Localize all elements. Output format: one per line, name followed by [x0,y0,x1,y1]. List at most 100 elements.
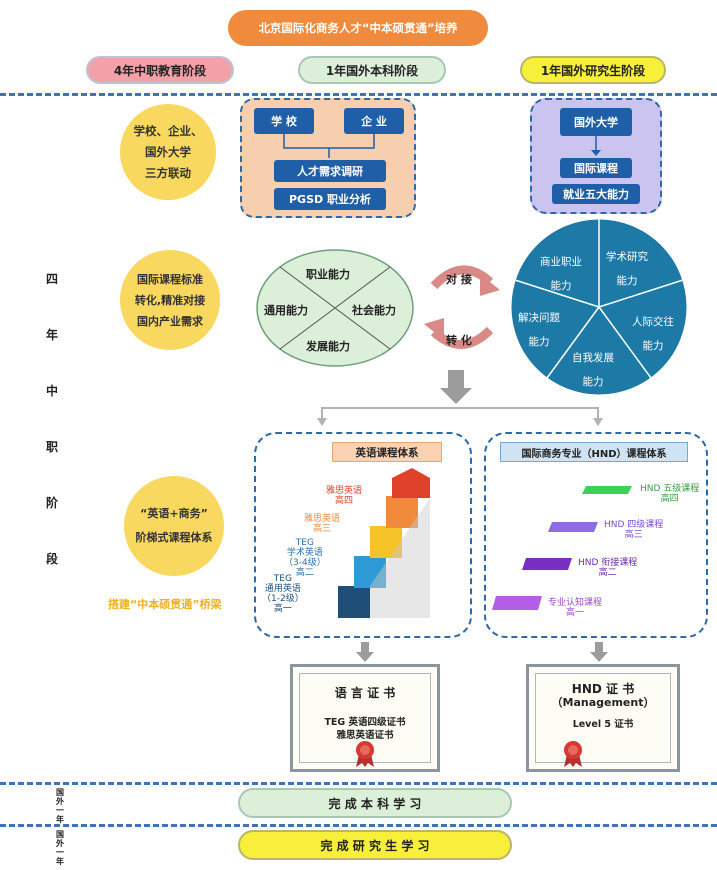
pie-line: 能力 [582,376,604,388]
pie4-right: 社会能力 [352,304,396,317]
step-line: 高三 [624,530,643,540]
step-line: 学术英语 [286,548,323,558]
step-line: HND 五级课程 [640,484,700,494]
lang-cert-line2: 雅思英语证书 [336,730,394,741]
circle-line: 国际课程标准 [137,272,203,286]
hnd-cert-sub: （Management） [551,696,655,709]
pie4-top: 职业能力 [306,268,350,281]
step-line: 高二 [598,568,617,578]
step-line: （1-2级） [262,594,304,604]
eng-step-3: 雅思英语 高三 [304,514,340,534]
hnd-step-3: HND 四级课程 高三 [604,520,663,540]
branch-arrows-icon [317,370,603,426]
year2-label: 国 外 一 年 [56,830,68,866]
side-char: 职 [46,440,59,454]
page-title: 北京国际化商务人才“中本硕贯通”培养 [228,10,488,46]
cycle-arrows-icon [424,265,500,349]
stage-bachelor: 1年国外本科阶段 [298,56,446,84]
hnd-step-1: 专业认知课程 高一 [548,598,602,618]
pie5-interpersonal: 人际交往 能力 [632,310,674,358]
eng-step-1: TEG 通用英语 （1-2级） 高一 [262,574,304,614]
circle-line: 三方联动 [145,165,191,180]
step-line: 雅思英语 [326,486,363,496]
connector-merge [283,134,375,158]
step-line: 高三 [313,524,332,534]
hnd-course-title: 国际商务专业（HND）课程体系 [500,442,688,462]
pie5-selfdev: 自我发展 能力 [572,346,614,394]
panel-hnd-courses [484,432,708,638]
pie-line: 商业职业 [540,256,582,268]
pie-line: 解决问题 [518,312,560,324]
pie5-business: 商业职业 能力 [540,250,582,298]
hnd-cert-line1: Level 5 证书 [572,719,634,730]
year-char: 外 [56,797,64,806]
year-char: 外 [56,839,64,848]
step-line: 雅思英语 [304,514,341,524]
dock-label: 对 接 [446,273,472,286]
pie5-academic: 学术研究 能力 [606,245,648,293]
pie-line: 自我发展 [572,352,614,364]
circle-english-business: “英语+商务” 阶梯式课程体系 [124,476,224,576]
hnd-step-4: HND 五级课程 高四 [640,484,699,504]
stairs-graphic [338,468,430,618]
stage-vocational: 4年中职教育阶段 [86,56,234,84]
side-char: 年 [46,328,59,342]
seal-icon [356,741,374,767]
pie4-left: 通用能力 [264,304,308,317]
master-completion: 完 成 研 究 生 学 习 [238,830,512,860]
pie-line: 能力 [616,275,638,287]
hnd-steps-graphic [492,486,632,610]
pie-line: 学术研究 [606,251,648,263]
pie-line: 能力 [528,336,550,348]
intl-course-box: 国际课程 [560,158,632,178]
step-line: TEG [295,538,314,548]
step-line: TEG [273,574,292,584]
connector-down [591,136,601,156]
lang-cert-title: 语 言 证 书 [334,686,396,700]
pie4-bottom: 发展能力 [306,340,350,353]
divider-top [0,93,717,96]
year-char: 年 [56,815,64,824]
pie-line: 能力 [550,280,572,292]
seal-icon [564,741,582,767]
foreign-univ-box: 国外大学 [560,108,632,136]
pie-four-abilities [256,249,414,367]
year-char: 国 [56,788,64,797]
side-char: 阶 [46,496,59,510]
hnd-cert-title: HND 证 书 [571,682,635,696]
year-char: 国 [56,830,64,839]
cert-arrows-icon [356,642,608,662]
side-char: 四 [46,272,59,286]
transform-label: 转 化 [446,334,472,347]
circle-line: 学校、企业、 [133,123,203,138]
step-line: 通用英语 [264,584,301,594]
year1-label: 国 外 一 年 [56,788,68,824]
bachelor-completion: 完 成 本 科 学 习 [238,788,512,818]
step-line: 高四 [335,496,354,506]
year-char: 年 [56,857,64,866]
panel-english-courses [254,432,472,638]
english-course-title: 英语课程体系 [332,442,442,462]
lang-cert-line1: TEG 英语四级证书 [324,717,406,728]
pie-line: 能力 [642,340,664,352]
hnd-step-2: HND 衔接课程 高二 [578,558,637,578]
pgsd-box: PGSD 职业分析 [274,188,386,210]
step-line: 高一 [273,604,292,614]
step-line: HND 衔接课程 [578,558,638,568]
year-char: 一 [56,848,64,857]
step-line: 高一 [566,608,585,618]
divider-year1 [0,782,717,785]
circle-line: 转化,精准对接 [134,293,206,307]
side-char: 段 [46,552,59,566]
circle-line: 国外大学 [145,144,191,159]
pie-five-abilities [510,218,688,396]
pie5-problem: 解决问题 能力 [518,306,560,354]
research-box: 人才需求调研 [274,160,386,182]
stage-master: 1年国外研究生阶段 [520,56,666,84]
enterprise-box: 企 业 [344,108,404,134]
circle-line: 阶梯式课程体系 [135,531,213,544]
year-char: 一 [56,806,64,815]
bridge-label: 搭建“中本硕贯通”桥梁 [108,598,222,611]
divider-year2 [0,824,717,827]
step-line: （3-4级） [284,558,326,568]
